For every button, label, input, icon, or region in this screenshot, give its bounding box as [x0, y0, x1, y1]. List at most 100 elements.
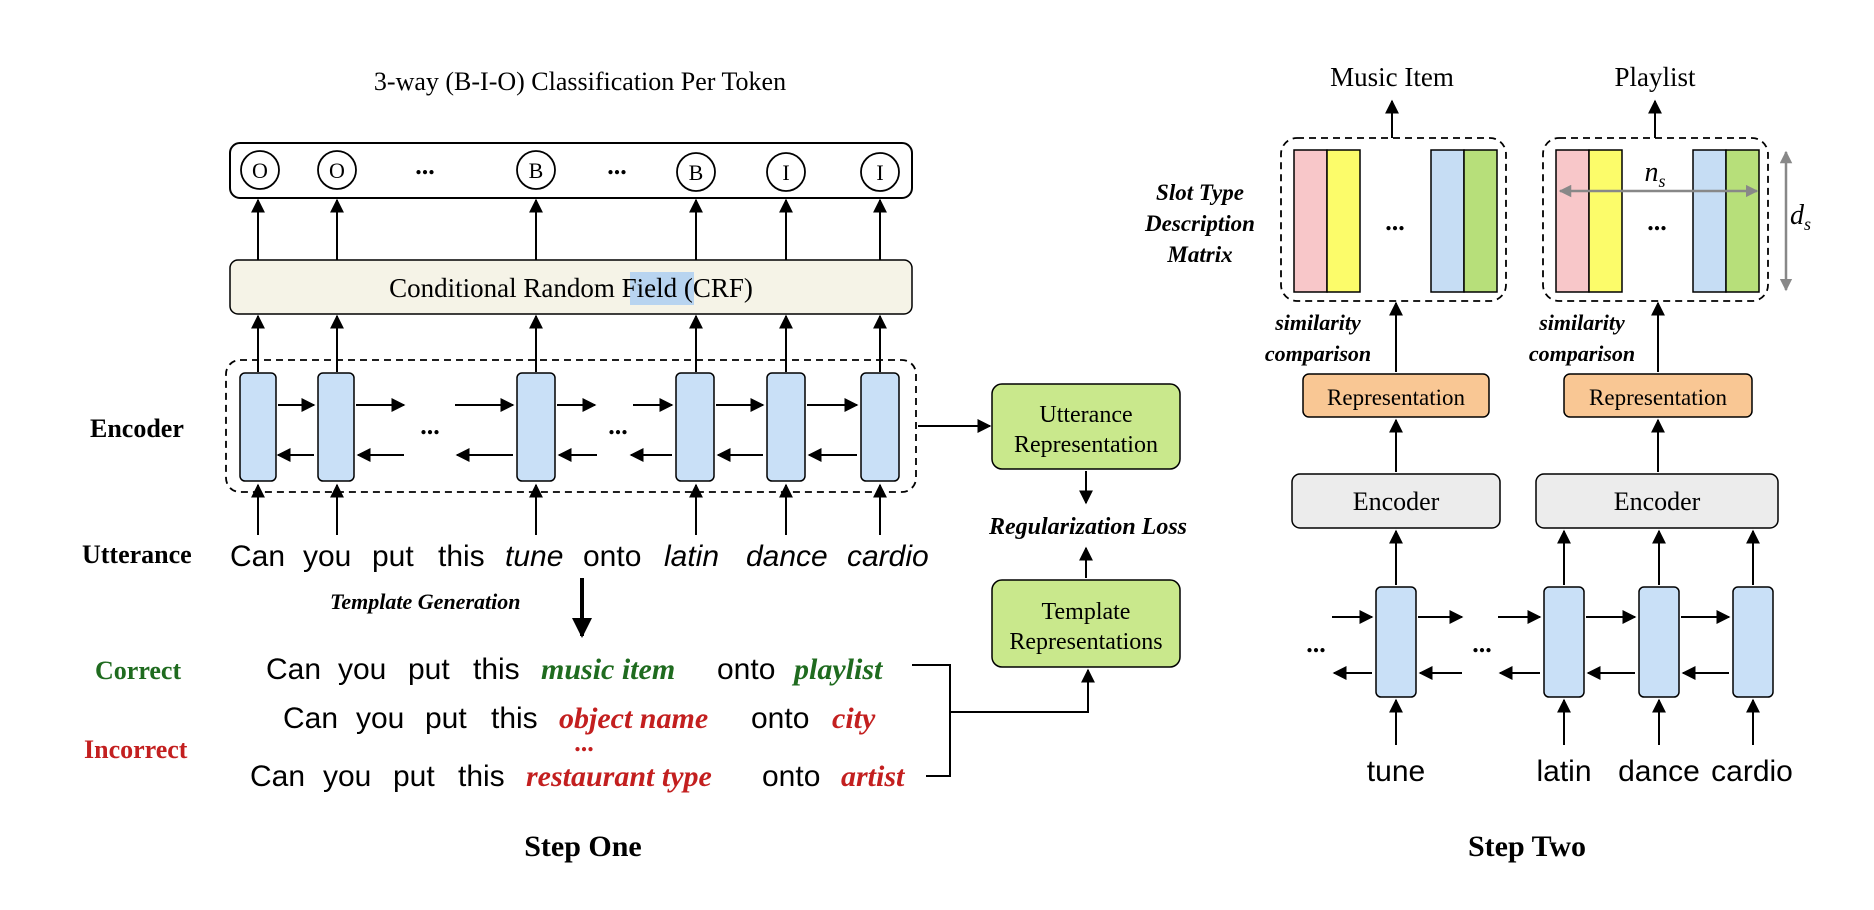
similarity-label-right: comparison: [1529, 341, 1635, 366]
tag-ellipsis: ...: [607, 151, 627, 180]
lstm-cell: [239, 372, 277, 482]
token: cardio: [1711, 755, 1793, 788]
token: latin: [1536, 755, 1591, 788]
tag-label: B: [529, 158, 544, 183]
lstm-cell: [317, 372, 355, 482]
template-generation-label: Template Generation: [330, 589, 520, 614]
incorrect-label: Incorrect: [84, 735, 188, 764]
matrix-ellipsis: ...: [1385, 207, 1405, 236]
encoder-box-left: [1291, 473, 1501, 529]
lstm-cells: [239, 372, 900, 482]
encoder-ellipsis: ...: [420, 411, 440, 440]
utterance-representation-box: [991, 383, 1181, 470]
utterance-to-encoder-arrows: [251, 483, 887, 535]
lstm-cell: [860, 372, 900, 482]
utterance-token: latin: [664, 540, 719, 573]
utterance-token: this: [438, 540, 485, 573]
template-incorrect-1: Can you put this object name onto city: [283, 702, 876, 735]
svg-text:Can: Can: [283, 702, 338, 735]
representation-label-left: Representation: [1327, 385, 1465, 410]
crf-highlight: [630, 272, 694, 305]
template-ellipsis: ...: [574, 728, 594, 757]
svg-text:onto: onto: [762, 760, 820, 793]
tag-circle: [766, 152, 806, 192]
similarity-label-left: comparison: [1265, 341, 1371, 366]
svg-text:restaurant type: restaurant type: [526, 760, 712, 793]
slot-matrix-left: [1293, 149, 1498, 293]
svg-text:put: put: [425, 702, 467, 735]
similarity-label-left: similarity: [1274, 310, 1361, 335]
utterance-representation-label: Representation: [1014, 432, 1158, 458]
utterance-token: tune: [505, 540, 563, 573]
utterance-label: Utterance: [82, 540, 192, 569]
utterance-token: Can: [230, 540, 285, 573]
token-to-lstm-arrows: [1389, 698, 1760, 745]
tag-circle: [240, 150, 280, 190]
slot-matrix-right: [1555, 149, 1760, 293]
step-two-ellipsis: ...: [1472, 629, 1492, 658]
lstm-cell: [516, 372, 556, 482]
tag-circle: [860, 152, 900, 192]
svg-text:this: this: [458, 760, 505, 793]
lstm-cell: [1543, 586, 1585, 698]
tag-circle: [317, 150, 357, 190]
encoder-label: Encoder: [90, 414, 184, 443]
slot-matrix-label: Description: [1144, 211, 1255, 236]
tag-circle: [676, 152, 716, 192]
recurrent-arrows: [276, 398, 859, 462]
utterance-token: you: [303, 540, 351, 573]
tag-ellipsis: ...: [415, 151, 435, 180]
token: dance: [1618, 755, 1700, 788]
template-bracket: [912, 664, 1095, 777]
ns-label: ns: [1644, 157, 1665, 191]
utterance-token: dance: [746, 540, 828, 573]
template-incorrect-2: Can you put this restaurant type onto ar…: [250, 760, 906, 793]
svg-text:playlist: playlist: [791, 653, 884, 686]
correct-label: Correct: [95, 656, 181, 685]
svg-text:Can: Can: [250, 760, 305, 793]
slot-matrix-label: Matrix: [1166, 242, 1232, 267]
representation-box-left: [1302, 373, 1490, 418]
slot-matrix-dashed-left: [1280, 137, 1507, 302]
matrix-ellipsis: ...: [1647, 207, 1667, 236]
utterance-token: onto: [583, 540, 641, 573]
template-representations-label: Template: [1042, 599, 1131, 625]
svg-text:you: you: [323, 760, 371, 793]
tag-label: I: [876, 160, 883, 185]
step-two-lstm-cells: [1375, 586, 1774, 698]
step-two-recurrent-arrows: [1332, 610, 1731, 680]
svg-text:Can: Can: [266, 653, 321, 686]
lstm-to-encoder-arrows: [1389, 529, 1760, 585]
encoder-box-label-left: Encoder: [1353, 487, 1440, 516]
representation-label-right: Representation: [1589, 385, 1727, 410]
encoder-to-crf-arrows: [251, 314, 887, 372]
bio-tag-box: [229, 142, 913, 199]
tag-label: I: [782, 160, 789, 185]
slot-matrix-dashed-right: [1542, 137, 1769, 302]
music-item-title: Music Item: [1330, 62, 1454, 92]
lstm-cell: [1732, 586, 1774, 698]
tag-label: O: [252, 158, 268, 183]
svg-text:city: city: [832, 702, 876, 735]
step-two-ellipsis: ...: [1306, 629, 1326, 658]
representation-box-right: [1563, 373, 1753, 418]
encoder-ellipsis: ...: [608, 411, 628, 440]
svg-text:this: this: [473, 653, 520, 686]
crf-to-tag-arrows: [251, 198, 887, 260]
svg-text:put: put: [393, 760, 435, 793]
svg-text:object name: object name: [559, 702, 708, 735]
lstm-cell: [1638, 586, 1680, 698]
svg-text:this: this: [491, 702, 538, 735]
svg-text:you: you: [338, 653, 386, 686]
regularization-loss-label: Regularization Loss: [988, 514, 1187, 540]
svg-text:you: you: [356, 702, 404, 735]
step-one-title: Step One: [524, 830, 642, 863]
svg-text:artist: artist: [841, 760, 906, 793]
template-correct: Can you put this music item onto playlis…: [266, 653, 884, 686]
encoder-box-label-right: Encoder: [1614, 487, 1701, 516]
tag-circle: [516, 150, 556, 190]
lstm-cell: [1375, 586, 1417, 698]
crf-label: Conditional Random Field (CRF): [389, 273, 753, 303]
tag-label: B: [689, 160, 704, 185]
